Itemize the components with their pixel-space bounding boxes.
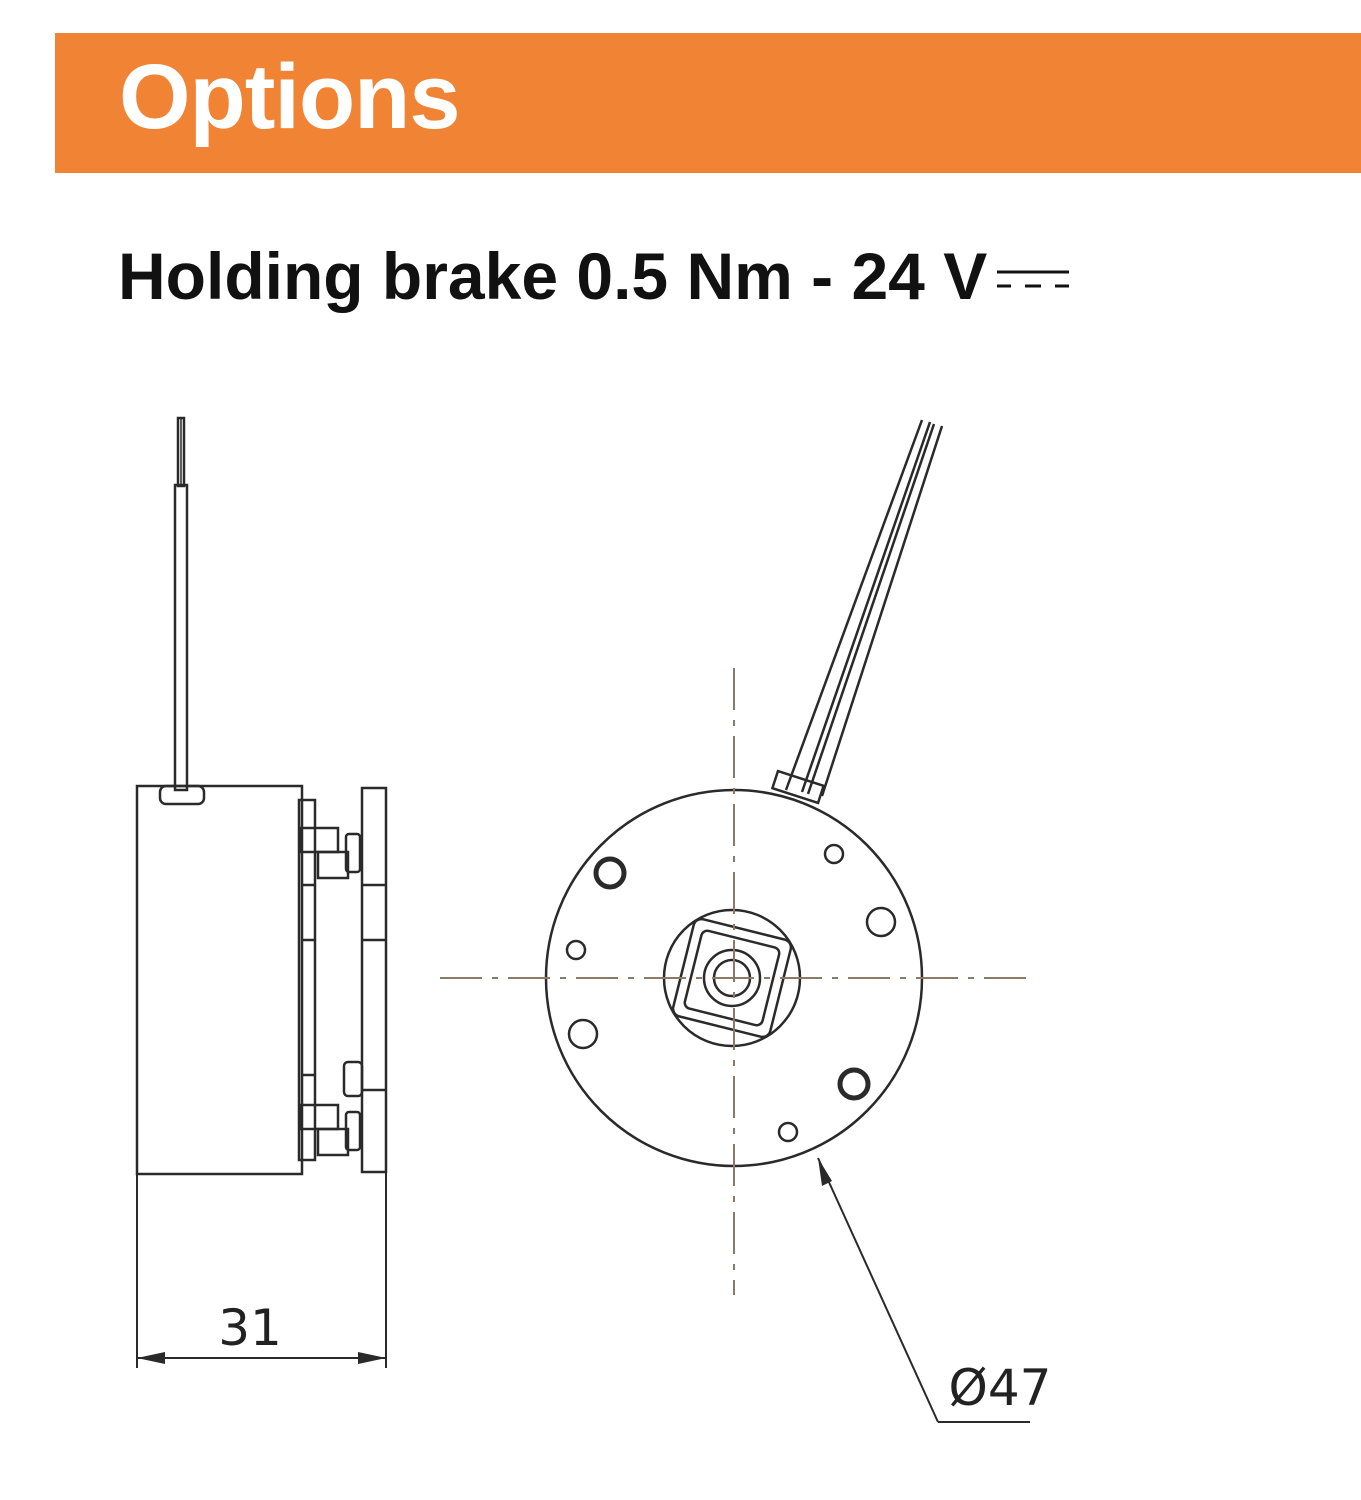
brake-disc-outline	[544, 788, 924, 1168]
banner-title: Options	[119, 46, 461, 148]
options-banner	[55, 33, 1361, 173]
diameter-leader-line	[817, 1157, 939, 1423]
length-dimension-label: 31	[218, 1299, 282, 1357]
section-title: Holding brake 0.5 Nm - 24 V	[118, 236, 1073, 316]
hub-outer	[662, 908, 802, 1048]
brake-body	[135, 784, 304, 1176]
section-title-text: Holding brake 0.5 Nm - 24 V	[118, 239, 988, 313]
flange-plate	[360, 786, 388, 1174]
cable-grommet	[158, 784, 206, 806]
mounting-hole	[593, 856, 627, 890]
shaft-bore	[702, 948, 762, 1008]
front-view	[544, 419, 1030, 1423]
dc-current-icon	[997, 270, 1070, 288]
side-cable	[173, 483, 189, 792]
mounting-hole	[837, 1067, 871, 1101]
diameter-dimension-label: Ø47	[949, 1359, 1052, 1417]
side-view	[135, 416, 388, 1368]
centerlines	[440, 668, 1032, 1295]
